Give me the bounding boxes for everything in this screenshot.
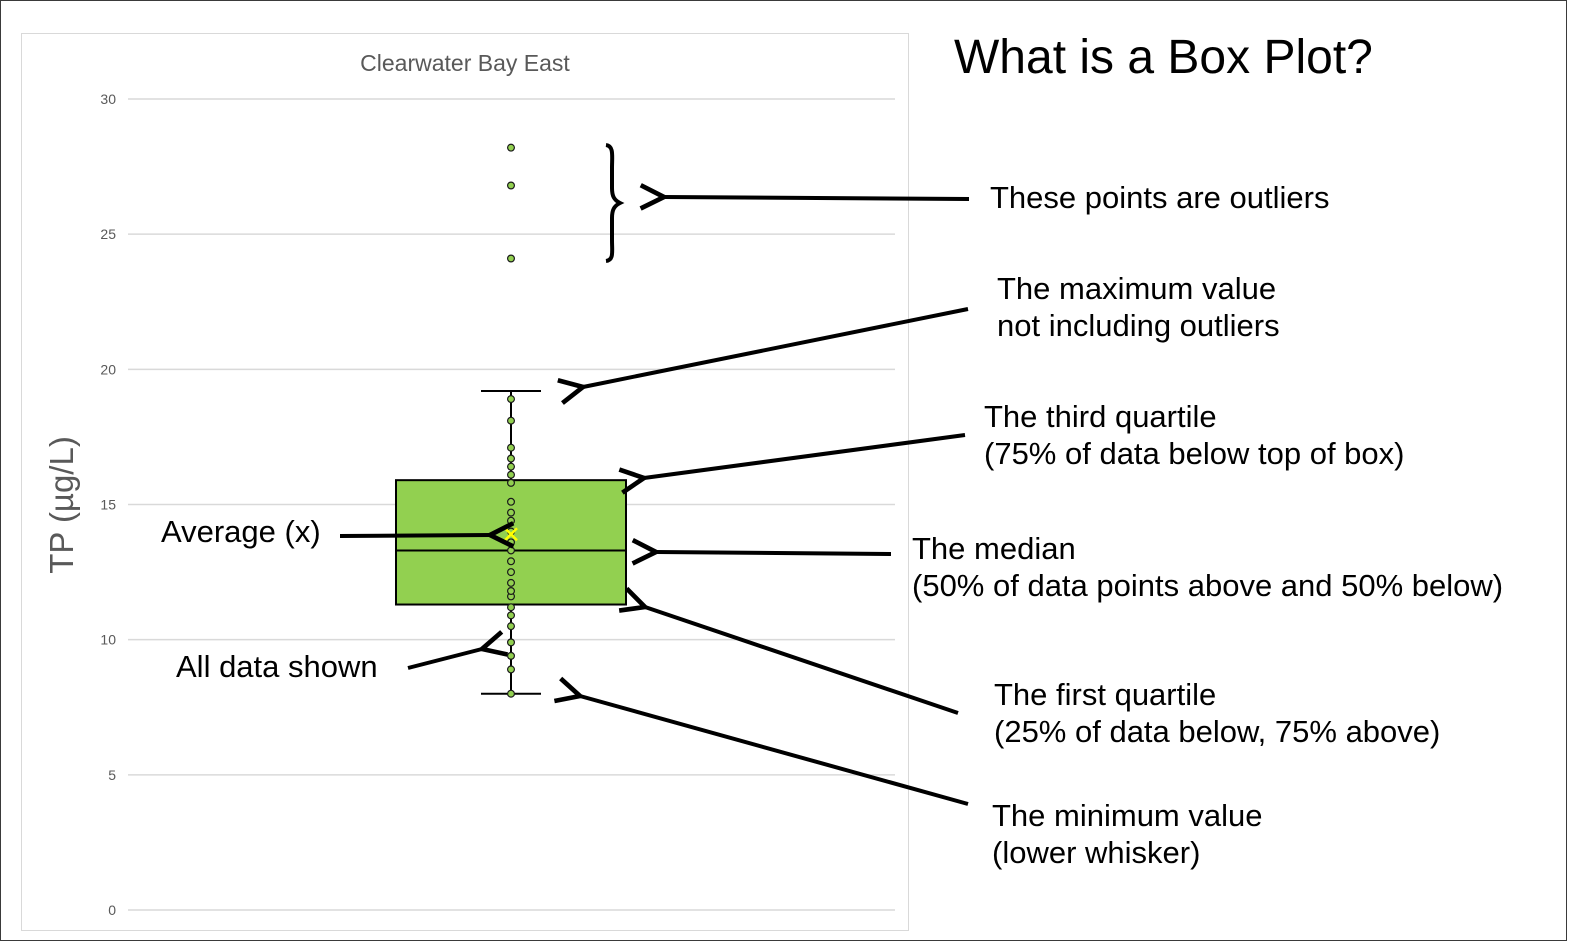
- y-tick-label-20: 20: [100, 361, 116, 377]
- data-point: [507, 462, 516, 471]
- arrow-q3: [644, 433, 966, 478]
- outlier-point: [507, 143, 516, 152]
- y-tick-label-30: 30: [100, 91, 116, 107]
- annotation-all-data-text: All data shown: [176, 649, 378, 684]
- data-point: [507, 665, 516, 674]
- annotation-outliers: These points are outliers: [990, 179, 1329, 216]
- arrow-min: [580, 696, 969, 806]
- chart-area: [21, 33, 909, 931]
- annotation-q3-line1: The third quartile: [984, 399, 1217, 434]
- annotation-q1: The first quartile (25% of data below, 7…: [994, 676, 1440, 750]
- data-point: [507, 587, 516, 596]
- data-point: [507, 689, 516, 698]
- y-tick-label-15: 15: [100, 497, 116, 513]
- arrow-average: [339, 535, 490, 536]
- data-point: [507, 470, 516, 479]
- annotation-outliers-text: These points are outliers: [990, 180, 1330, 215]
- data-point: [507, 622, 516, 631]
- arrow-max: [583, 307, 969, 387]
- annotation-arrows: [339, 143, 970, 806]
- data-point: [507, 516, 516, 525]
- annotation-average: Average (x): [161, 513, 321, 550]
- outlier-brace: [605, 143, 625, 263]
- y-tick-label-5: 5: [108, 767, 116, 783]
- annotation-q1-line1: The first quartile: [994, 677, 1217, 712]
- arrow-median: [656, 552, 892, 554]
- data-point: [507, 443, 516, 452]
- annotation-median-line2: (50% of data points above and 50% below): [912, 568, 1504, 603]
- data-points: [504, 143, 518, 698]
- y-tick-label-25: 25: [100, 226, 116, 242]
- annotation-min: The minimum value (lower whisker): [992, 797, 1262, 871]
- outlier-point: [507, 181, 516, 190]
- data-point: [507, 538, 516, 547]
- y-axis-ticks: 0 5 10 15 20 25 30: [100, 91, 116, 918]
- annotation-max: The maximum value not including outliers: [997, 270, 1280, 344]
- annotation-median: The median (50% of data points above and…: [912, 530, 1503, 604]
- annotation-q3: The third quartile (75% of data below to…: [984, 398, 1404, 472]
- arrow-outliers: [664, 197, 970, 199]
- y-axis-label: TP (µg/L): [43, 436, 80, 574]
- data-point: [507, 557, 516, 566]
- annotation-min-line2: (lower whisker): [992, 835, 1201, 870]
- annotation-q1-line2: (25% of data below, 75% above): [994, 714, 1441, 749]
- annotation-max-line1: The maximum value: [997, 271, 1277, 306]
- data-point: [507, 638, 516, 647]
- data-point: [507, 546, 516, 555]
- data-point: [507, 578, 516, 587]
- y-tick-label-10: 10: [100, 632, 116, 648]
- page-title: What is a Box Plot?: [954, 31, 1373, 84]
- data-point: [507, 568, 516, 577]
- data-point: [507, 603, 516, 612]
- data-point: [507, 611, 516, 620]
- y-tick-label-0: 0: [108, 902, 116, 918]
- data-point: [507, 651, 516, 660]
- chart-title: Clearwater Bay East: [360, 50, 570, 76]
- annotation-median-line1: The median: [912, 531, 1076, 566]
- arrow-all-data: [407, 649, 482, 670]
- data-point: [507, 508, 516, 517]
- outlier-point: [507, 254, 516, 263]
- data-point: [507, 416, 516, 425]
- data-point: [507, 478, 516, 487]
- annotation-q3-line2: (75% of data below top of box): [984, 436, 1405, 471]
- annotation-average-text: Average (x): [161, 514, 321, 549]
- annotation-max-line2: not including outliers: [997, 308, 1280, 343]
- annotation-all-data: All data shown: [176, 648, 378, 685]
- annotation-min-line1: The minimum value: [992, 798, 1263, 833]
- data-point: [507, 395, 516, 404]
- arrow-q1: [645, 607, 959, 715]
- data-point: [507, 497, 516, 506]
- data-point: [507, 454, 516, 463]
